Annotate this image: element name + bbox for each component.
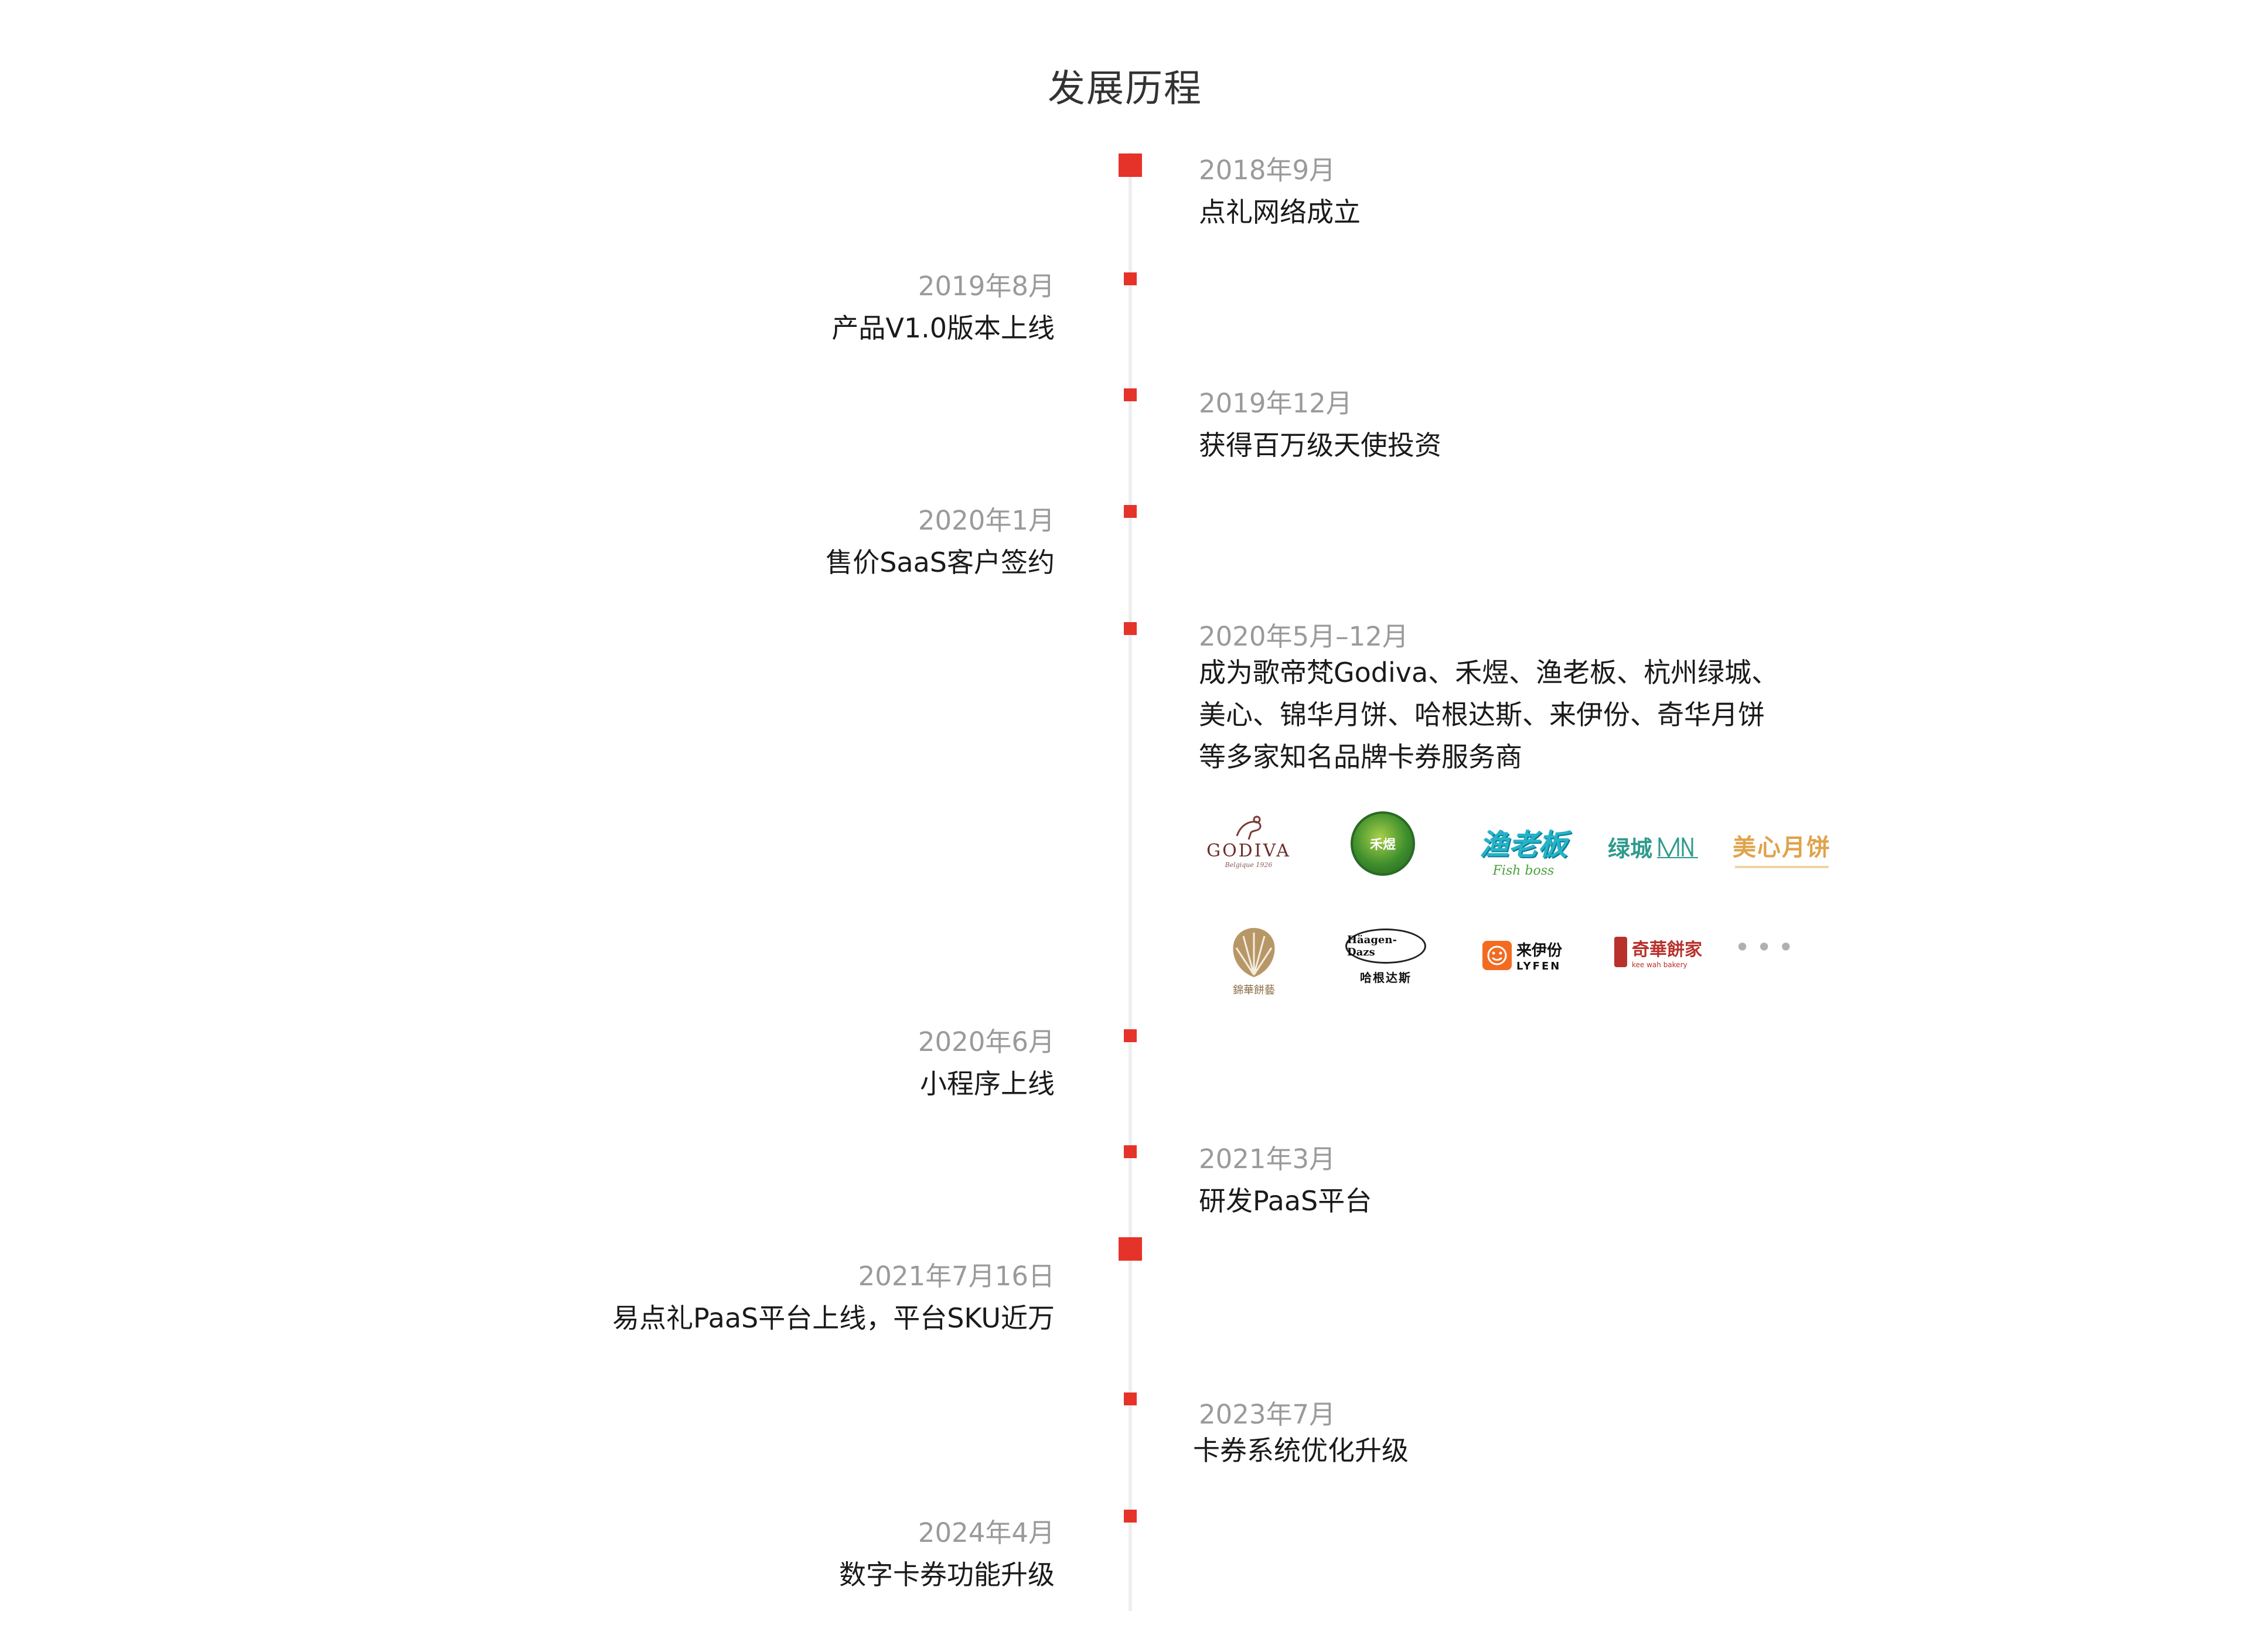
kiwah-logo: 奇華餅家 kee wah bakery [1605,931,1711,972]
haagen-oval: Häagen-Dazs [1345,928,1426,964]
greentown-bridge-icon [1657,837,1698,859]
timeline-marker [1119,1237,1142,1261]
event-text: 易点礼PaaS平台上线，平台SKU近万 [612,1302,1055,1334]
timeline-marker [1124,1029,1137,1042]
timeline-marker [1124,622,1137,635]
greentown-name: 绿城 [1607,835,1652,862]
timeline-axis [1129,152,1132,1611]
event-text: 数字卡券功能升级 [839,1559,1055,1590]
event-date: 2023年7月 [1199,1399,1336,1430]
haagen-name: Häagen-Dazs [1347,933,1397,958]
more-logos-dots: ••• [1734,931,1800,963]
event-text: 点礼网络成立 [1199,196,1361,228]
event-date: 2019年12月 [1199,388,1352,419]
maxim-logo: 美心月饼 [1726,825,1838,872]
event-text-line: 美心、锦华月饼、哈根达斯、来伊份、奇华月饼 [1199,699,1765,731]
event-text: 成为歌帝梵Godiva、禾煜、渔老板、杭州绿城、 美心、锦华月饼、哈根达斯、来伊… [1199,651,1843,778]
heyu-name: 禾煜 [1369,838,1396,852]
timeline-marker [1124,1145,1137,1158]
heyu-logo: 禾煜 [1348,808,1418,879]
page-title: 发展历程 [1048,67,1202,111]
event-date: 2021年7月16日 [858,1261,1055,1292]
timeline-marker [1119,153,1142,177]
lyfen-name: 来伊份 [1516,942,1562,960]
jinhua-logo: 錦華餅藝 [1219,920,1289,1002]
lyfen-logo: 来伊份 LYFEN [1475,935,1569,976]
event-date: 2020年6月 [918,1026,1055,1057]
timeline-marker [1124,1510,1137,1523]
kiwah-seal [1614,937,1627,967]
lyfen-face-icon [1482,941,1512,970]
kiwah-sub: kee wah bakery [1632,961,1688,969]
jinhua-shell-icon [1233,928,1275,977]
maxim-name: 美心月饼 [1733,834,1831,861]
smile-icon [1487,946,1507,965]
kiwah-name: 奇華餅家 [1632,940,1702,960]
event-date: 2024年4月 [918,1517,1055,1548]
timeline-marker [1124,272,1137,285]
event-text-line: 成为歌帝梵Godiva、禾煜、渔老板、杭州绿城、 [1199,657,1779,688]
fishboss-logo: 渔老板 Fish boss [1477,814,1570,885]
event-date: 2019年8月 [918,271,1055,302]
heyu-emblem: 禾煜 [1351,811,1415,876]
kiwah-text: 奇華餅家 kee wah bakery [1632,935,1702,969]
godiva-logo: GODIVA Belgique 1926 [1205,803,1293,879]
event-text-line: 等多家知名品牌卡券服务商 [1199,741,1522,773]
haagen-sub: 哈根达斯 [1360,970,1412,985]
maxim-underline [1735,866,1829,868]
haagen-logo: Häagen-Dazs 哈根达斯 [1342,924,1430,989]
event-text: 小程序上线 [920,1068,1055,1100]
godiva-sub: Belgique 1926 [1225,861,1273,869]
timeline-marker [1124,1392,1137,1405]
lyfen-sub: LYFEN [1516,960,1562,972]
event-text: 售价SaaS客户签约 [826,547,1055,578]
godiva-horse-icon [1236,815,1262,840]
lyfen-text: 来伊份 LYFEN [1516,938,1562,972]
fishboss-name: 渔老板 [1479,827,1567,862]
timeline-marker [1124,388,1137,401]
greentown-logo: 绿城 [1603,826,1703,867]
fishboss-sub: Fish boss [1492,863,1554,878]
event-text: 获得百万级天使投资 [1199,429,1441,461]
jinhua-name: 錦華餅藝 [1233,984,1275,996]
event-date: 2021年3月 [1199,1144,1336,1175]
event-date: 2020年5月–12月 [1199,621,1409,652]
event-date: 2018年9月 [1199,155,1336,186]
timeline-marker [1124,505,1137,518]
godiva-name: GODIVA [1206,841,1291,861]
event-text: 产品V1.0版本上线 [831,312,1055,344]
event-date: 2020年1月 [918,505,1055,536]
event-text: 研发PaaS平台 [1199,1185,1372,1217]
event-text: 卡券系统优化升级 [1193,1435,1409,1466]
